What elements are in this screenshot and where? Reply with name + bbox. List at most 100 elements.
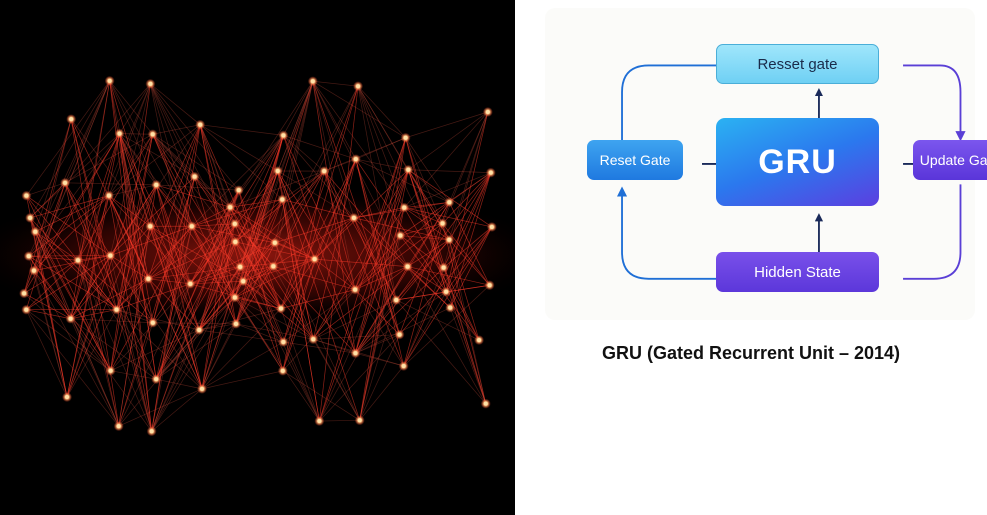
network-edge xyxy=(29,217,117,310)
network-edge xyxy=(242,281,284,343)
network-edge xyxy=(357,86,405,208)
network-edge xyxy=(359,299,397,421)
network-edge xyxy=(149,226,200,331)
network-node xyxy=(24,307,29,312)
network-edge xyxy=(353,217,451,308)
network-edge xyxy=(150,83,240,191)
network-edge xyxy=(323,170,408,267)
network-edge xyxy=(312,81,405,208)
network-node xyxy=(106,193,111,198)
network-node xyxy=(108,368,113,373)
network-edge xyxy=(281,199,314,340)
network-edge xyxy=(148,278,203,390)
network-edge xyxy=(273,265,356,290)
network-edge xyxy=(408,111,489,171)
network-edge xyxy=(359,365,404,421)
network-edge xyxy=(282,171,325,371)
network-edge xyxy=(110,226,193,371)
network-edge xyxy=(319,419,360,422)
network-edge xyxy=(155,297,236,380)
network-edge xyxy=(314,159,357,260)
network-edge xyxy=(116,309,152,432)
network-edge xyxy=(239,135,284,268)
gru-diagram: Resset gate Reset Gate GRU Update Gate H… xyxy=(545,8,987,320)
network-node xyxy=(65,395,70,400)
network-edge xyxy=(199,124,282,309)
network-edge xyxy=(273,266,361,421)
network-node xyxy=(154,377,159,382)
network-edge xyxy=(235,199,283,243)
network-edge xyxy=(155,184,236,298)
network-edge xyxy=(194,176,231,208)
network-node xyxy=(280,197,285,202)
network-edge xyxy=(199,124,231,208)
network-edge xyxy=(34,119,72,232)
network-node xyxy=(189,224,194,229)
network-edge xyxy=(155,241,236,380)
network-edge xyxy=(354,223,443,290)
neural-network-image xyxy=(0,0,515,515)
network-edge xyxy=(28,255,111,371)
reset-gate-top-box: Resset gate xyxy=(716,44,879,84)
network-edge xyxy=(70,80,111,319)
network-edge xyxy=(108,195,203,390)
network-node xyxy=(281,339,286,344)
network-edge xyxy=(235,81,314,324)
network-edge xyxy=(405,111,488,139)
network-edge xyxy=(359,235,401,421)
network-edge xyxy=(400,235,444,268)
network-edge xyxy=(324,158,356,172)
network-edge xyxy=(28,255,68,398)
network-edge xyxy=(108,134,154,196)
network-node xyxy=(312,257,317,262)
network-edge xyxy=(238,135,284,191)
network-edge xyxy=(191,206,231,227)
network-edge xyxy=(150,83,231,208)
network-edge xyxy=(26,195,111,371)
network-edge xyxy=(151,388,203,432)
network-edge xyxy=(191,225,241,268)
network-edge xyxy=(395,299,487,404)
arrow-hidden-to-reset xyxy=(616,186,736,280)
network-edge xyxy=(445,111,489,292)
network-edge xyxy=(151,190,240,432)
network-edge xyxy=(155,226,193,380)
network-node xyxy=(148,224,153,229)
network-edge xyxy=(33,119,72,271)
network-edge xyxy=(118,176,195,427)
network-edge xyxy=(155,207,231,380)
network-edge xyxy=(242,135,284,282)
network-edge xyxy=(355,158,447,292)
network-edge xyxy=(283,135,356,160)
network-edge xyxy=(319,137,406,422)
network-edge xyxy=(355,159,400,335)
network-edge xyxy=(23,119,72,294)
network-edge xyxy=(33,270,68,398)
gru-diagram-panel: Resset gate Reset Gate GRU Update Gate H… xyxy=(515,0,987,515)
network-edge xyxy=(353,217,400,335)
network-edge xyxy=(404,207,450,241)
network-edge xyxy=(70,133,120,319)
network-node xyxy=(397,332,402,337)
network-edge xyxy=(313,266,408,340)
network-edge xyxy=(152,124,201,323)
network-node xyxy=(198,122,203,127)
network-edge xyxy=(449,307,480,341)
network-node xyxy=(108,253,113,258)
network-node xyxy=(447,200,452,205)
network-edge xyxy=(230,170,325,208)
gru-box: GRU xyxy=(716,118,879,206)
network-edge xyxy=(277,81,314,172)
network-edge xyxy=(70,118,151,227)
network-edge xyxy=(234,81,314,298)
network-node xyxy=(241,279,246,284)
network-node xyxy=(117,131,122,136)
network-node xyxy=(353,157,358,162)
network-edge xyxy=(448,239,490,286)
network-edge xyxy=(109,80,193,227)
network-edge xyxy=(200,124,278,172)
network-edge xyxy=(354,169,409,290)
network-edge xyxy=(148,124,201,279)
network-edge xyxy=(240,258,315,268)
network-edge xyxy=(282,170,325,200)
